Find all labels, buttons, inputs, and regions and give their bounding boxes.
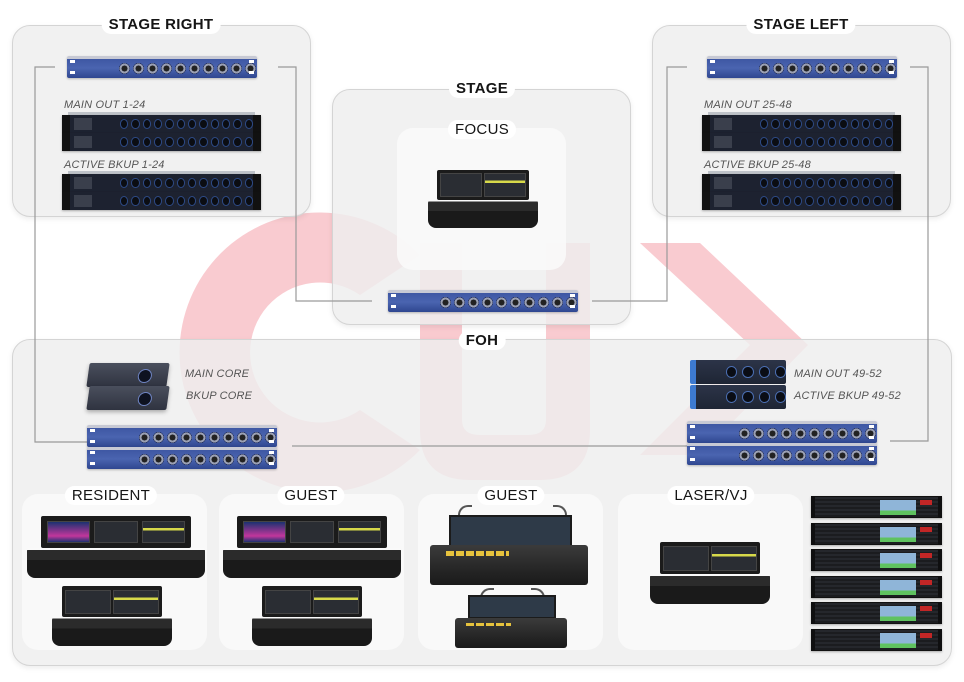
media-server-3 <box>811 549 942 571</box>
lighting-console-laser-vj <box>650 542 770 604</box>
network-switch-stage <box>388 290 578 312</box>
network-switch-foh-left-1 <box>87 425 277 447</box>
subzone-title-laser-vj: LASER/VJ <box>667 486 755 505</box>
label-main-core: MAIN CORE <box>185 368 250 380</box>
label-main-out-1-24: MAIN OUT 1-24 <box>64 99 146 111</box>
stagebox-pair-active-bkup-1-24 <box>62 171 261 210</box>
media-server-1 <box>811 496 942 518</box>
media-server-2 <box>811 522 942 545</box>
dmx-node-active-bkup-49-52 <box>690 385 786 409</box>
network-switch-foh-left-2 <box>87 447 277 469</box>
subzone-title-guest-2: GUEST <box>477 486 545 505</box>
subzone-title-guest-1: GUEST <box>277 486 345 505</box>
label-bkup-core: BKUP CORE <box>186 390 253 402</box>
label-main-out-49-52: MAIN OUT 49-52 <box>794 368 882 380</box>
lighting-console-guest <box>252 586 372 646</box>
label-main-out-25-48: MAIN OUT 25-48 <box>704 99 792 111</box>
grandma-console-full <box>430 505 588 585</box>
network-switch-stage-left <box>707 56 897 78</box>
network-switch-stage-right <box>67 56 257 78</box>
label-active-bkup-25-48: ACTIVE BKUP 25-48 <box>704 159 811 171</box>
media-server-4 <box>811 575 942 598</box>
stagebox-pair-active-bkup-25-48 <box>702 171 901 210</box>
zone-title-foh: FOH <box>458 331 506 350</box>
zone-title-stage-left: STAGE LEFT <box>746 15 856 34</box>
stagebox-pair-main-out-1-24 <box>62 112 261 151</box>
lighting-console-focus <box>428 170 538 228</box>
label-active-bkup-49-52: ACTIVE BKUP 49-52 <box>794 390 901 402</box>
main-core-processor <box>86 363 170 387</box>
lighting-console-resident <box>52 586 172 646</box>
lighting-console-resident-large <box>27 516 205 578</box>
network-switch-foh-right-2 <box>687 443 877 465</box>
grandma-console-light <box>455 588 567 648</box>
dmx-node-main-out-49-52 <box>690 360 786 384</box>
network-switch-foh-right-1 <box>687 421 877 443</box>
lighting-console-guest-large <box>223 516 401 578</box>
stagebox-pair-main-out-25-48 <box>702 112 901 151</box>
label-active-bkup-1-24: ACTIVE BKUP 1-24 <box>64 159 165 171</box>
subzone-title-focus: FOCUS <box>448 120 516 139</box>
zone-title-stage-right: STAGE RIGHT <box>101 15 221 34</box>
zone-title-stage: STAGE <box>448 79 516 98</box>
subzone-title-resident: RESIDENT <box>64 486 158 505</box>
bkup-core-processor <box>86 386 170 410</box>
media-server-6 <box>811 628 942 651</box>
media-server-5 <box>811 602 942 624</box>
